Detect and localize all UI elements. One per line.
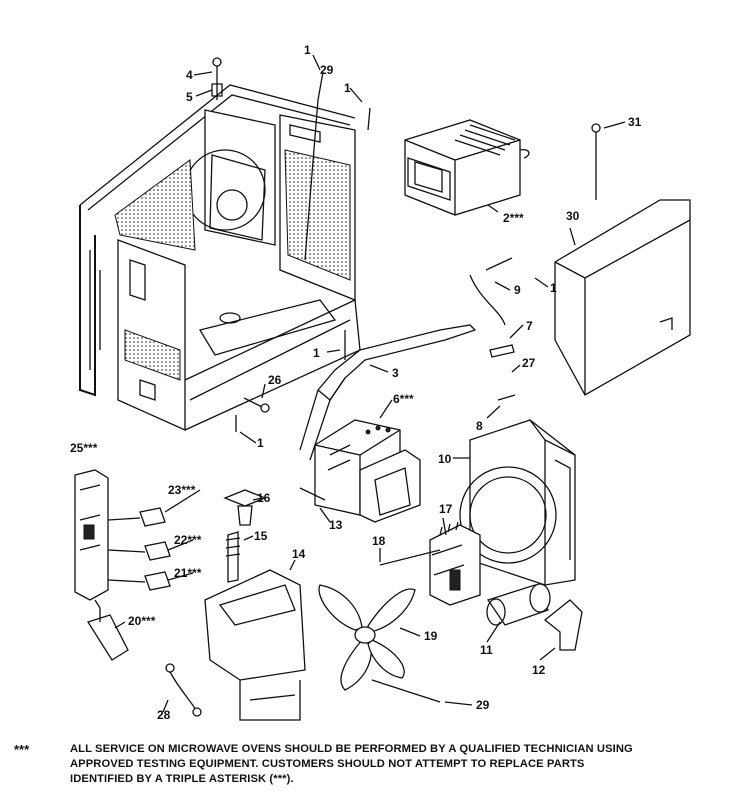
part-label-2: 2***	[503, 211, 524, 225]
part-label-3: 3	[392, 366, 399, 380]
capacitor	[486, 583, 551, 626]
part-label-29: 29	[476, 698, 490, 712]
part-label-11: 11	[480, 643, 493, 657]
part-label-13: 13	[329, 518, 343, 532]
oven-cabinet-frame	[79, 84, 361, 432]
part-label-25: 25***	[70, 441, 98, 455]
part-label-22: 22***	[174, 533, 202, 547]
part-label-26: 26	[268, 373, 282, 387]
part-label-1: 1	[313, 346, 320, 360]
outer-cover	[554, 199, 691, 396]
part-label-31: 31	[628, 115, 642, 129]
part-label-21: 21***	[174, 566, 202, 580]
fan-motor	[429, 521, 481, 606]
notice-text: ALL SERVICE ON MICROWAVE OVENS SHOULD BE…	[70, 742, 730, 787]
part-label-30: 30	[566, 209, 580, 223]
air-duct-assembly	[204, 569, 306, 721]
part-label-1: 1	[344, 81, 351, 95]
part-label-29: 29	[320, 63, 334, 77]
part-label-8: 8	[476, 419, 483, 433]
part-label-4: 4	[186, 68, 193, 82]
capacitor-bracket	[543, 599, 583, 651]
notice-line: IDENTIFIED BY A TRIPLE ASTERISK (***).	[70, 773, 294, 785]
wiring-and-hardware	[165, 57, 601, 717]
part-label-20: 20***	[128, 614, 156, 628]
high-voltage-transformer	[404, 119, 530, 216]
interlock-switches	[107, 507, 171, 591]
magnetron	[314, 419, 421, 523]
notice-line: APPROVED TESTING EQUIPMENT. CUSTOMERS SH…	[70, 758, 585, 770]
part-label-1: 1	[257, 436, 264, 450]
bracket-rail	[299, 324, 477, 461]
part-label-1: 1	[304, 43, 311, 57]
part-label-18: 18	[372, 534, 386, 548]
latch-lever	[87, 614, 129, 661]
part-label-1: 1	[550, 281, 557, 295]
leader-lines	[94, 54, 626, 713]
part-label-17: 17	[439, 502, 453, 516]
notice-line: ALL SERVICE ON MICROWAVE OVENS SHOULD BE…	[70, 743, 633, 755]
part-label-16: 16	[257, 491, 271, 505]
part-label-10: 10	[438, 452, 452, 466]
part-label-7: 7	[526, 319, 533, 333]
fan-blade	[318, 584, 416, 691]
part-label-15: 15	[254, 529, 268, 543]
part-label-12: 12	[532, 663, 546, 677]
door-latch-assembly	[74, 469, 109, 601]
part-label-9: 9	[514, 283, 521, 297]
part-label-19: 19	[424, 629, 438, 643]
exploded-parts-diagram: 1 29 4 5 1 31 2*** 30 9 1 7 1 27 3 26 6*…	[70, 43, 691, 722]
part-label-6: 6***	[393, 392, 414, 406]
notice-asterisks: ***	[14, 742, 30, 757]
stirrer-parts	[223, 489, 267, 583]
part-label-5: 5	[186, 90, 193, 104]
part-label-14: 14	[292, 547, 306, 561]
part-label-27: 27	[522, 356, 536, 370]
part-label-23: 23***	[168, 483, 196, 497]
part-label-28: 28	[157, 708, 171, 722]
fan-duct-housing	[459, 419, 576, 586]
